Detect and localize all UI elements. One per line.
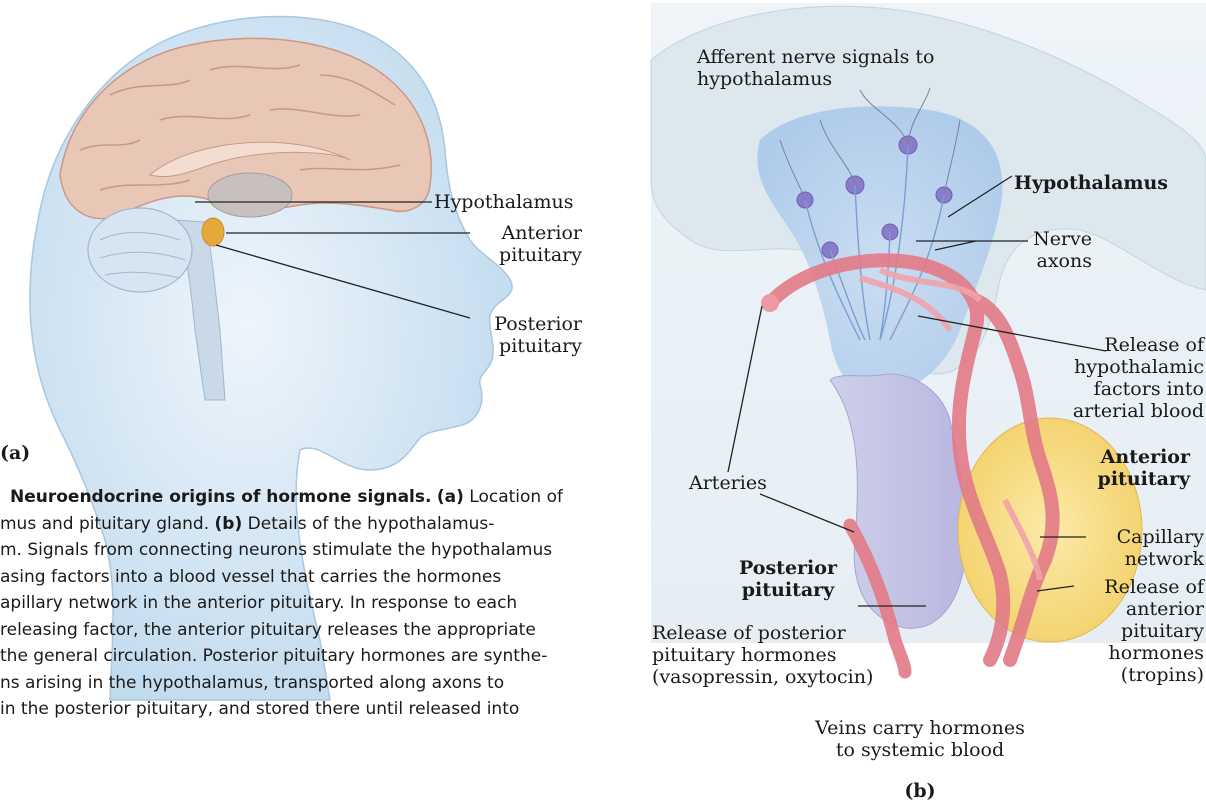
afferent-signals-label: Afferent nerve signals to hypothalamus [697,46,934,90]
release-hypothalamic-factors-label: Release of hypothalamic factors into art… [1040,334,1204,422]
nerve-axons-label: Nerve axons [1030,228,1092,272]
caption-line-1: Neuroendocrine origins of hormone signal… [10,484,563,511]
panel-b-tag: (b) [900,780,940,802]
caption-line-3: m. Signals from connecting neurons stimu… [0,537,552,564]
panel-b-anterior-pituitary-label: Anterior pituitary [1060,446,1190,490]
capillary-network-label: Capillary network [1088,526,1204,570]
caption-line-6: releasing factor, the anterior pituitary… [0,617,536,644]
caption-line-4: asing factors into a blood vessel that c… [0,564,501,591]
release-posterior-hormones-label: Release of posterior pituitary hormones … [652,622,873,688]
panel-a-hypothalamus-label: Hypothalamus [434,191,574,213]
caption-line-5: apillary network in the anterior pituita… [0,590,517,617]
caption-line-8: ns arising in the hypothalamus, transpor… [0,670,504,697]
caption-line-9: in the posterior pituitary, and stored t… [0,696,519,723]
veins-label: Veins carry hormones to systemic blood [800,717,1040,761]
caption-line-2: mus and pituitary gland. (b) Details of … [0,511,494,538]
arteries-label: Arteries [689,472,767,494]
panel-a-tag: (a) [0,442,30,464]
figure-caption: Neuroendocrine origins of hormone signal… [0,484,612,807]
panel-a-anterior-pituitary-label: Anterior pituitary [472,222,582,266]
panel-b-hypothalamus-label: Hypothalamus [1014,172,1168,194]
release-anterior-hormones-label: Release of anterior pituitary hormones (… [1076,576,1204,686]
caption-line-7: the general circulation. Posterior pitui… [0,643,547,670]
panel-a-posterior-pituitary-label: Posterior pituitary [472,313,582,357]
panel-b-posterior-pituitary-label: Posterior pituitary [728,557,848,601]
